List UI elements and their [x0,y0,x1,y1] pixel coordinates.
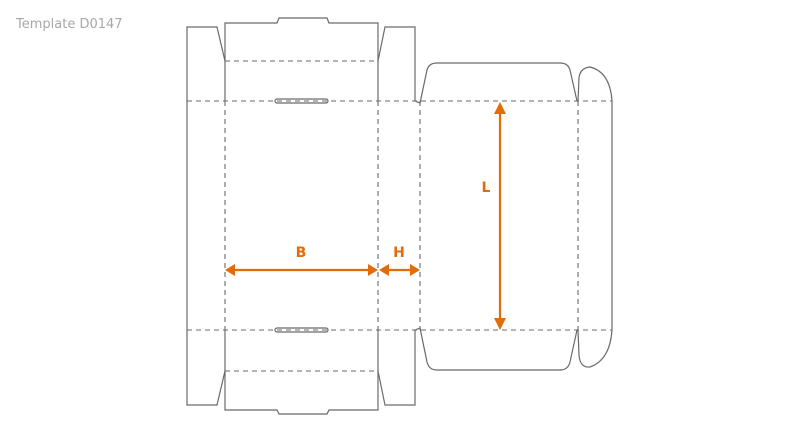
right-panel-bottom-flap [414,327,578,371]
top-lid [224,17,379,101]
right-panel-top-flap [414,62,578,104]
template-title: Template D0147 [16,17,123,32]
right-top-tab [377,26,416,101]
right-bottom-tab [377,330,416,406]
fold-lines [187,60,612,372]
end-flap-bottom [577,329,613,368]
slot-top [274,98,329,104]
bottom-lid [224,330,379,415]
end-flap-top [577,66,613,102]
dimension-label-b: B [296,245,307,261]
dimension-b: B [225,245,378,276]
slot-bottom [274,327,329,333]
left-bottom-tab [186,330,226,406]
cut-lines [186,17,613,415]
left-top-tab [186,26,226,101]
dimension-h: H [379,245,420,276]
dimension-label-l: L [482,180,491,196]
dimension-label-h: H [393,245,405,261]
dimension-l: L [482,102,506,330]
